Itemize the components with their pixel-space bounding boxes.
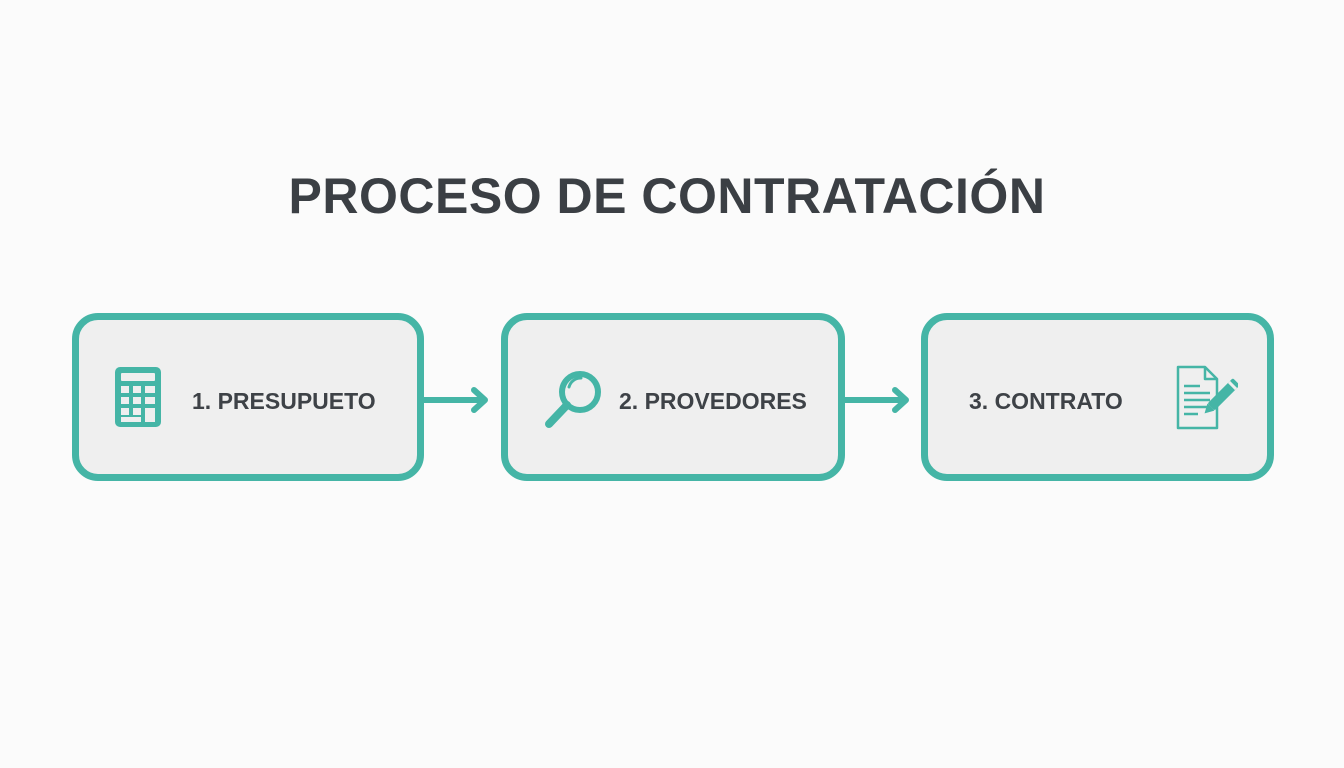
- step-label-provedores: 2. PROVEDORES: [619, 388, 807, 414]
- calculator-icon: [115, 367, 161, 427]
- step-box-presupuesto: 1. PRESUPUETO: [72, 313, 424, 481]
- step-box-contrato: 3. CONTRATO: [921, 313, 1274, 481]
- document-pen-icon: [1176, 365, 1238, 430]
- step-box-provedores: 2. PROVEDORES: [501, 313, 845, 481]
- step-label-presupuesto: 1. PRESUPUETO: [192, 388, 376, 414]
- diagram-title: PROCESO DE CONTRATACIÓN: [288, 168, 1046, 224]
- connector-arrow-2: [845, 387, 909, 413]
- step-label-contrato: 3. CONTRATO: [969, 388, 1123, 414]
- connector-arrow-1: [424, 387, 488, 413]
- magnifying-glass-icon: [545, 371, 601, 428]
